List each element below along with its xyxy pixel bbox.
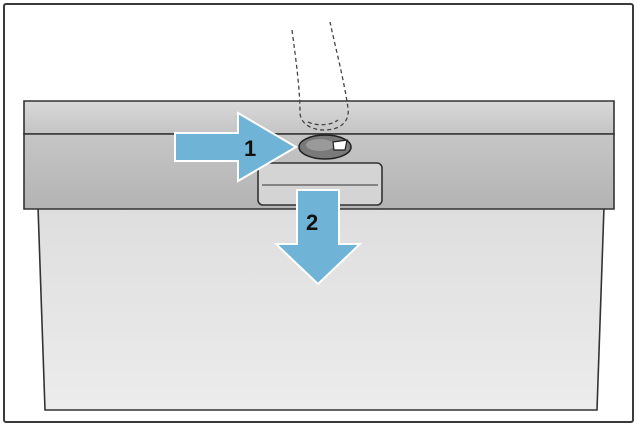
step-1-label: 1 <box>244 136 256 161</box>
finger-outline-icon <box>291 21 349 131</box>
step-2-label: 2 <box>306 210 318 235</box>
arrow-step-2-icon <box>273 189 363 286</box>
arrow-step-1-icon <box>174 111 298 183</box>
top-strip <box>23 100 615 135</box>
latch-button-icon[interactable] <box>298 134 352 160</box>
